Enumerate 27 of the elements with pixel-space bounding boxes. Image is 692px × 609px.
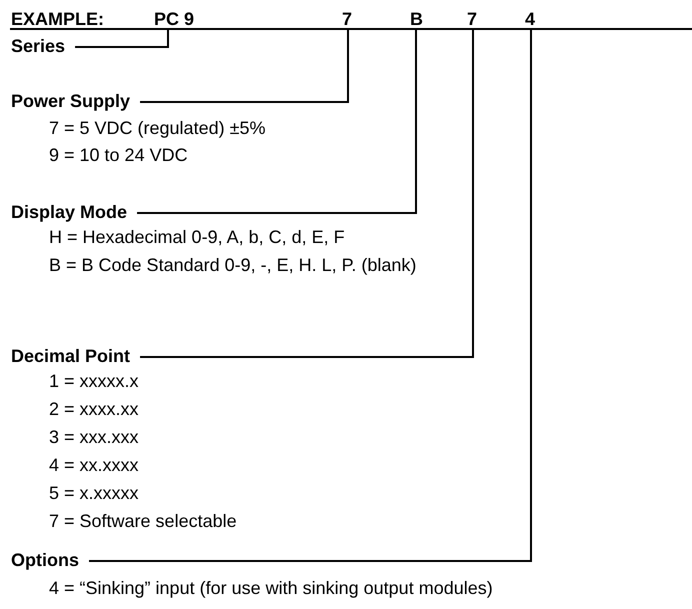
section-heading: Options	[11, 551, 79, 569]
option-text: 2 = xxxx.xx	[47, 400, 141, 418]
leader-line	[137, 29, 417, 214]
code-character: PC 9	[154, 10, 194, 28]
option-text: 4 = xx.xxxx	[47, 456, 141, 474]
section-heading: Power Supply	[11, 92, 130, 110]
option-text: H = Hexadecimal 0-9, A, b, C, d, E, F	[47, 228, 347, 246]
code-character: B	[410, 10, 423, 28]
section-heading: Display Mode	[11, 203, 128, 221]
leader-line	[140, 29, 474, 358]
code-character: 4	[525, 10, 536, 28]
leader-line	[75, 29, 169, 48]
option-text: 9 = 10 to 24 VDC	[47, 146, 190, 164]
option-text: 1 = xxxxx.x	[47, 372, 141, 390]
example-label: EXAMPLE:	[11, 10, 104, 28]
code-character: 7	[342, 10, 352, 28]
section-heading: Decimal Point	[11, 347, 130, 365]
option-text: 3 = xxx.xxx	[47, 428, 141, 446]
option-text: 5 = x.xxxxx	[47, 484, 141, 502]
code-character: 7	[467, 10, 478, 28]
leader-line	[140, 29, 349, 103]
leader-line	[89, 29, 532, 562]
section-heading: Series	[11, 37, 66, 55]
option-text: 7 = Software selectable	[47, 512, 239, 530]
option-text: B = B Code Standard 0-9, -, E, H. L, P. (blank)	[47, 256, 418, 274]
option-text: 7 = 5 VDC (regulated) ±5%	[47, 119, 268, 137]
option-text: 4 = “Sinking” input (for use with sinking output modules)	[47, 579, 495, 597]
